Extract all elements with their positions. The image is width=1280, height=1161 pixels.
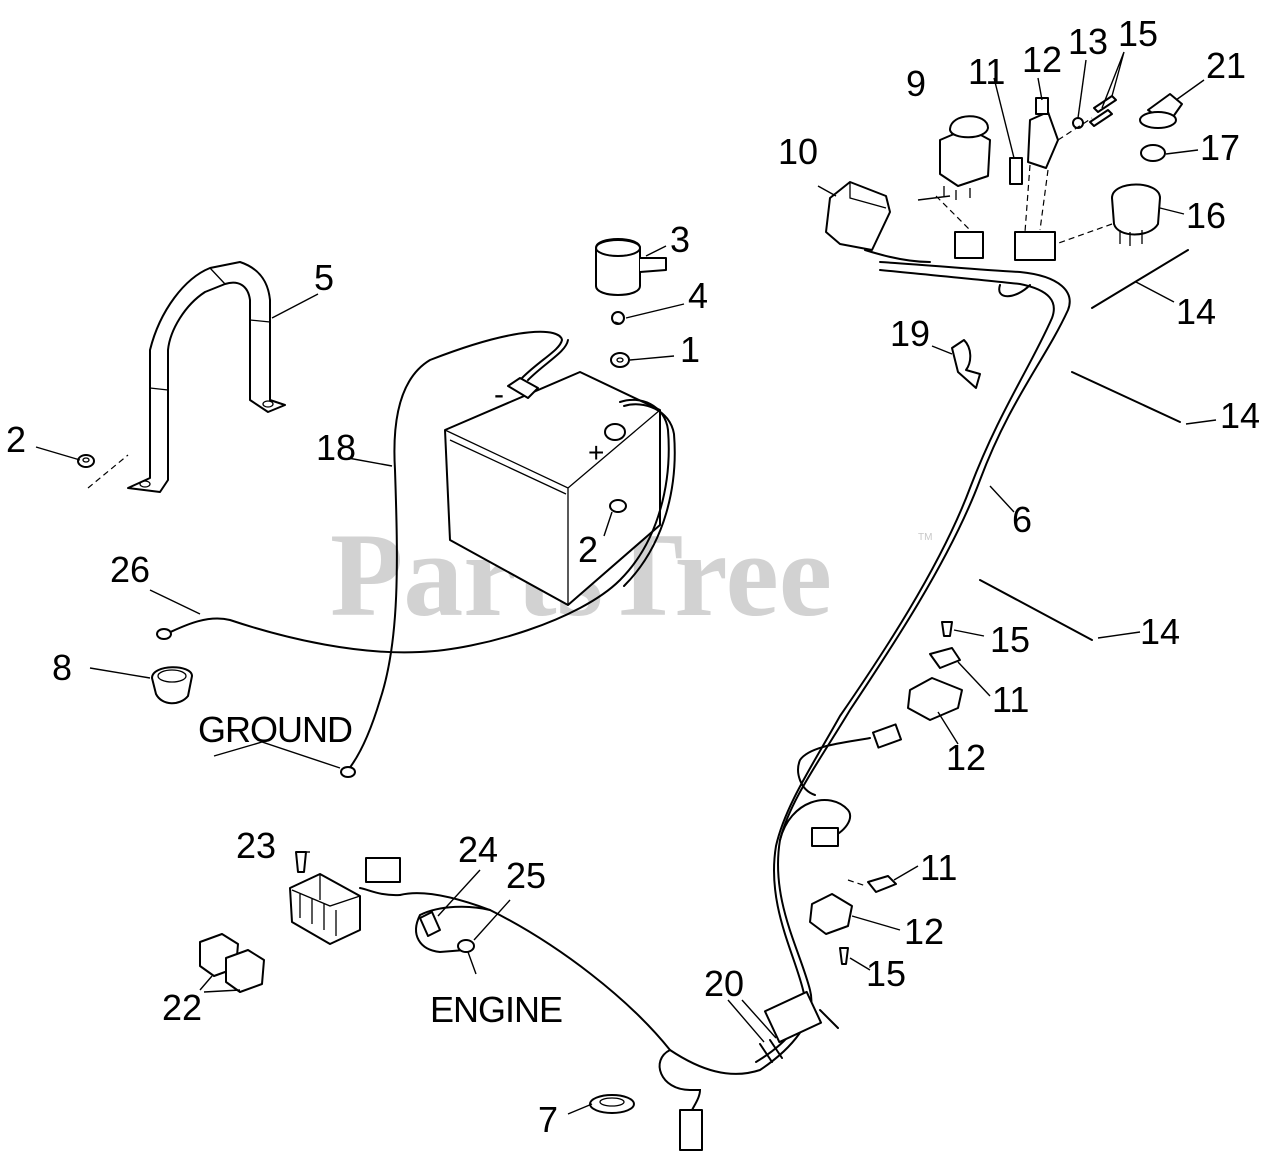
key-switch-connector bbox=[1014, 231, 1056, 261]
ground-cable bbox=[347, 330, 564, 771]
pto-switch bbox=[825, 181, 931, 263]
cable-tie-middle bbox=[1071, 371, 1181, 423]
screw-lower bbox=[839, 947, 849, 965]
callout-17: 17 bbox=[1200, 127, 1240, 168]
callout-10: 10 bbox=[778, 131, 818, 172]
assembly-line-3 bbox=[1039, 169, 1049, 231]
screw-top-b bbox=[1093, 95, 1117, 113]
terminal-cover bbox=[595, 238, 667, 296]
callout-25: 25 bbox=[506, 855, 546, 896]
callout-11-middle: 11 bbox=[992, 679, 1029, 720]
assembly-line-4 bbox=[1055, 223, 1113, 245]
callout-8: 8 bbox=[52, 647, 72, 688]
callout-2-battery: 2 bbox=[578, 529, 598, 570]
ignition-switch bbox=[1111, 183, 1161, 246]
relay-right bbox=[225, 949, 265, 993]
harness-connector-block bbox=[763, 990, 823, 1044]
callout-18: 18 bbox=[316, 427, 356, 468]
plunger-switch-top bbox=[1027, 97, 1059, 169]
terminal-washer bbox=[610, 352, 630, 368]
ground-washer bbox=[457, 939, 475, 953]
ground-ring-terminal bbox=[340, 766, 356, 778]
cable-clip bbox=[951, 339, 981, 389]
callout-19: 19 bbox=[890, 313, 930, 354]
nut-left-dash bbox=[87, 454, 129, 489]
callout-15-lower: 15 bbox=[866, 953, 906, 994]
callout-22: 22 bbox=[162, 987, 202, 1028]
callout-13: 13 bbox=[1068, 21, 1108, 62]
callout-14-top: 14 bbox=[1176, 291, 1216, 332]
harness-leads bbox=[759, 1039, 783, 1063]
callout-12-lower: 12 bbox=[904, 911, 944, 952]
brake-switch bbox=[809, 893, 853, 935]
callout-3: 3 bbox=[670, 219, 690, 260]
callout-5: 5 bbox=[314, 257, 334, 298]
assembly-line-1 bbox=[935, 195, 971, 231]
battery: - + bbox=[444, 371, 661, 606]
callout-1: 1 bbox=[680, 329, 700, 370]
leader-lines bbox=[35, 51, 1217, 1115]
bracket-mid bbox=[929, 647, 961, 669]
callout-16: 16 bbox=[1186, 195, 1226, 236]
callout-11-top: 11 bbox=[968, 51, 1005, 92]
bracket-lower bbox=[867, 875, 897, 893]
battery-positive-sign: + bbox=[588, 437, 604, 468]
callout-numbers: 2 5 3 4 1 2 18 26 8 23 24 25 22 20 7 9 1… bbox=[6, 13, 1260, 1140]
ignition-nut bbox=[1140, 144, 1166, 162]
grommet bbox=[589, 1094, 635, 1114]
ground-label: GROUND bbox=[198, 709, 352, 750]
callout-14-bottom: 14 bbox=[1140, 611, 1180, 652]
screw-top-a bbox=[1089, 109, 1113, 127]
cable-ring-terminal bbox=[156, 628, 172, 640]
ground-bolt bbox=[419, 911, 441, 937]
fuse-block-screw bbox=[295, 851, 307, 873]
callout-15-middle: 15 bbox=[990, 619, 1030, 660]
cable-tie-top bbox=[1091, 249, 1189, 309]
callout-26: 26 bbox=[110, 549, 150, 590]
battery-negative-sign: - bbox=[494, 378, 504, 411]
wiring-harness bbox=[359, 261, 1071, 1121]
nut-left bbox=[77, 454, 95, 468]
screw-mid bbox=[941, 621, 953, 637]
fuse-block bbox=[289, 873, 361, 945]
callout-7: 7 bbox=[538, 1099, 558, 1140]
push-switch bbox=[939, 115, 991, 200]
assembly-line-6 bbox=[847, 879, 867, 887]
watermark-trademark: TM bbox=[918, 532, 932, 543]
callout-2-left: 2 bbox=[6, 419, 26, 460]
callout-24: 24 bbox=[458, 829, 498, 870]
callout-15-top: 15 bbox=[1118, 13, 1158, 54]
engine-label: ENGINE bbox=[430, 989, 562, 1030]
switch-connector bbox=[954, 231, 984, 259]
callout-21: 21 bbox=[1206, 45, 1246, 86]
callout-9: 9 bbox=[906, 63, 926, 104]
battery-bracket bbox=[127, 261, 286, 493]
brake-switch-connector bbox=[811, 827, 839, 847]
callout-14-middle: 14 bbox=[1220, 395, 1260, 436]
callout-20: 20 bbox=[704, 963, 744, 1004]
callout-23: 23 bbox=[236, 825, 276, 866]
callout-12-top: 12 bbox=[1022, 39, 1062, 80]
cable-tie-bottom bbox=[979, 579, 1093, 641]
assembly-line-5 bbox=[1057, 117, 1093, 141]
switch-bracket-top bbox=[1009, 157, 1023, 185]
seat-switch bbox=[907, 677, 963, 721]
callout-11-lower: 11 bbox=[920, 847, 957, 888]
callout-12-middle: 12 bbox=[946, 737, 986, 778]
positive-cable bbox=[165, 398, 670, 654]
harness-plug bbox=[679, 1109, 703, 1151]
terminal-bolt bbox=[611, 311, 625, 325]
assembly-line-2 bbox=[1024, 164, 1031, 233]
callout-6: 6 bbox=[1012, 499, 1032, 540]
relay-connector bbox=[365, 857, 401, 883]
ignition-key bbox=[1139, 93, 1183, 129]
seat-switch-connector bbox=[871, 723, 903, 749]
callout-4: 4 bbox=[688, 275, 708, 316]
cable-boot bbox=[151, 666, 193, 705]
